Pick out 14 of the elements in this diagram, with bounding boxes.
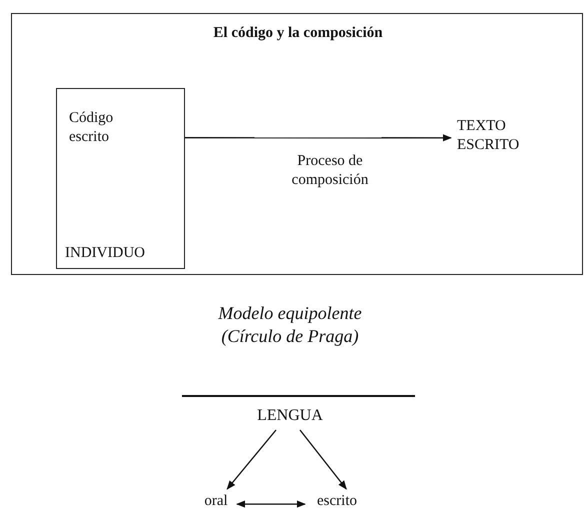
- node-text: LENGUA: [256, 406, 324, 425]
- panel-title: El código y la composición: [212, 24, 384, 43]
- box: [56, 88, 185, 269]
- panel-frame: [11, 13, 583, 275]
- node-text: oral: [203, 492, 229, 511]
- node-text: escrito: [316, 492, 358, 511]
- arrow: [299, 430, 347, 490]
- arrow: [236, 500, 306, 508]
- node-text: TEXTO ESCRITO: [457, 117, 520, 155]
- box-label: INDIVIDUO: [65, 244, 146, 263]
- box-text: Código escrito: [69, 109, 114, 147]
- model-heading: Modelo equipolente (Círculo de Praga): [217, 302, 363, 348]
- arrow: [226, 430, 276, 490]
- arrow: [184, 134, 452, 142]
